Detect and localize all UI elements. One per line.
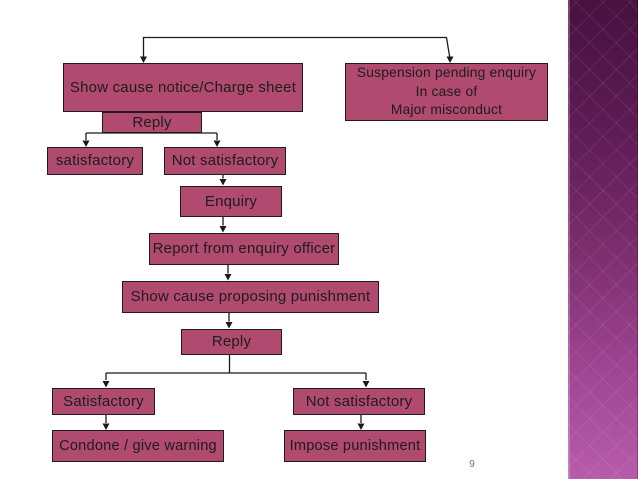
flow-node-report-from-enquiry-officer: Report from enquiry officer bbox=[149, 233, 339, 265]
page-number: 9 bbox=[469, 459, 475, 470]
flow-node-not-satisfactory-second: Not satisfactory bbox=[293, 388, 425, 415]
flow-node-suspension-pending-enquiry: Suspension pending enquiry In case of Ma… bbox=[345, 63, 548, 121]
suspension-line-3: Major misconduct bbox=[390, 102, 503, 118]
suspension-line-1: Suspension pending enquiry bbox=[356, 65, 537, 81]
flow-node-satisfactory-second: Satisfactory bbox=[52, 388, 155, 415]
flow-node-satisfactory-first: satisfactory bbox=[47, 147, 143, 175]
flow-node-show-cause-notice: Show cause notice/Charge sheet bbox=[63, 63, 303, 112]
flow-node-not-satisfactory-first: Not satisfactory bbox=[164, 147, 286, 175]
flow-node-enquiry: Enquiry bbox=[180, 186, 282, 217]
accent-bar-right bbox=[568, 0, 638, 479]
connector-reply2-branch bbox=[105, 355, 367, 380]
suspension-line-2: In case of bbox=[415, 83, 478, 99]
connector-top-bracket bbox=[142, 36, 451, 60]
flow-node-reply-second: Reply bbox=[181, 329, 282, 355]
flow-node-condone-give-warning: Condone / give warning bbox=[52, 430, 224, 462]
flow-node-impose-punishment: Impose punishment bbox=[284, 430, 426, 462]
connector-reply1-branch bbox=[85, 132, 218, 140]
flow-node-reply-first: Reply bbox=[102, 112, 202, 133]
flow-node-show-cause-proposing-punishment: Show cause proposing punishment bbox=[122, 281, 379, 313]
